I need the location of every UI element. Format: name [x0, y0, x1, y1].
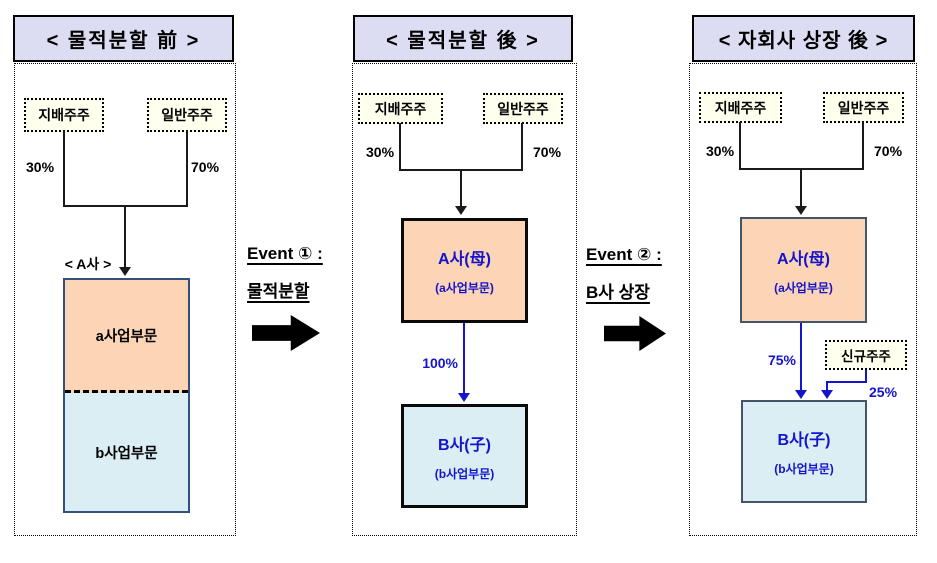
general-stake-label: 70%: [874, 143, 903, 159]
down-arrow-icon: [795, 390, 807, 399]
ownership-line: [865, 370, 867, 383]
connector-line: [186, 131, 188, 207]
controlling-shareholder-box: 지배주주: [358, 93, 443, 124]
ownership-line: [826, 381, 828, 391]
parent-company-name: A사(母): [438, 251, 491, 268]
subsidiary-company-name: B사(子): [777, 432, 831, 449]
panel-after-split-title: < 물적분할 後 >: [353, 15, 573, 62]
general-shareholder-box: 일반주주: [147, 98, 227, 132]
connector-line: [63, 131, 65, 207]
parent-company-division: (a사업부문): [774, 280, 833, 295]
division-b-section: b사업부문: [65, 393, 188, 511]
panel-after-listing-title: < 자회사 상장 後 >: [692, 15, 915, 62]
controlling-shareholder-box: 지배주주: [24, 98, 104, 132]
general-shareholder-box: 일반주주: [483, 93, 563, 124]
controlling-stake-label: 30%: [706, 143, 735, 159]
general-shareholder-box: 일반주주: [823, 92, 904, 123]
event-1-title: Event ① :: [247, 244, 323, 263]
panel-before-title: < 물적분할 前 >: [13, 15, 234, 62]
parent-company-box: A사(母) (a사업부문): [401, 218, 528, 323]
ownership-line: [463, 323, 465, 394]
subsidiary-company-box: B사(子) (b사업부문): [401, 404, 528, 508]
down-arrow-icon: [455, 206, 467, 215]
connector-line: [521, 123, 523, 171]
down-arrow-icon: [119, 267, 131, 276]
down-arrow-icon: [821, 390, 833, 399]
controlling-stake-label: 30%: [366, 144, 395, 160]
division-a-section: a사업부문: [65, 280, 188, 393]
panel-before-container: [14, 63, 236, 536]
controlling-shareholder-box: 지배주주: [699, 92, 782, 123]
ownership-line: [826, 381, 867, 383]
panel-after-listing-container: [689, 63, 917, 536]
event-2-title: Event ② :: [586, 245, 662, 264]
event-1-arrow-icon: [252, 315, 320, 351]
company-a-label: < A사 >: [64, 256, 112, 272]
panel-after-split-container: [352, 63, 577, 536]
company-a-split-box: a사업부문 b사업부문: [63, 278, 190, 513]
new-shareholder-box: 신규주주: [825, 340, 907, 370]
event-1-description: 물적분할: [247, 282, 310, 301]
connector-line: [399, 123, 401, 171]
subsidiary-company-division: (b사업부문): [774, 462, 834, 476]
subsidiary-company-box: B사(子) (b사업부문): [741, 400, 867, 503]
connector-line: [124, 205, 126, 268]
connector-line: [460, 169, 462, 208]
parent-ownership-pct-label: 75%: [767, 352, 796, 368]
down-arrow-icon: [458, 393, 470, 402]
general-stake-label: 70%: [533, 144, 562, 160]
ownership-line: [800, 323, 802, 391]
new-shareholder-pct-label: 25%: [869, 384, 898, 400]
event-2-arrow-icon: [604, 316, 666, 351]
parent-company-name: A사(母): [777, 250, 830, 268]
parent-company-division: (a사업부문): [435, 281, 494, 295]
subsidiary-company-division: (b사업부문): [434, 466, 495, 481]
connector-line: [800, 168, 802, 207]
subsidiary-company-name: B사(子): [438, 436, 491, 454]
ownership-pct-label: 100%: [422, 355, 458, 371]
connector-line: [862, 122, 864, 170]
controlling-stake-label: 30%: [26, 159, 55, 175]
general-stake-label: 70%: [191, 159, 220, 175]
down-arrow-icon: [795, 206, 807, 215]
parent-company-box: A사(母) (a사업부문): [740, 217, 867, 323]
event-2-description: B사 상장: [586, 283, 650, 302]
connector-line: [739, 122, 741, 170]
